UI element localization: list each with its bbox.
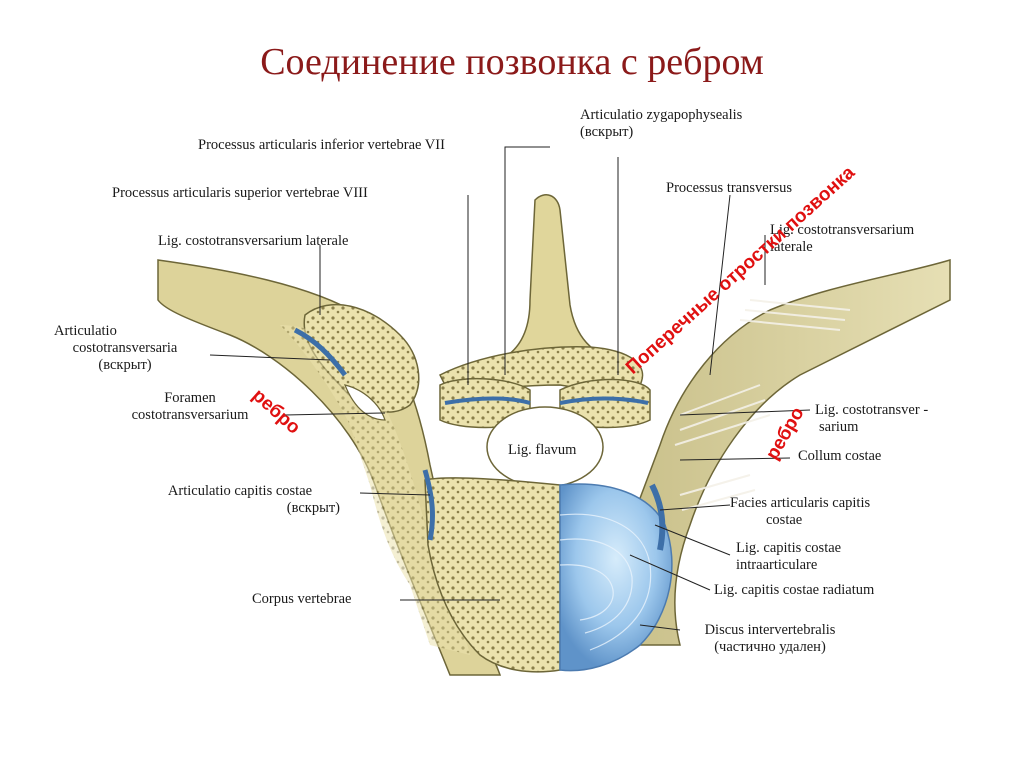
label-articulatio-costotransversaria: Articulatio costotransversaria (вскрыт) [54, 323, 178, 373]
label-processus-articularis-superior: Processus articularis superior vertebrae… [112, 185, 368, 201]
intervertebral-disc [559, 483, 673, 672]
left-rib-section [280, 325, 470, 655]
label-processus-articularis-inferior: Processus articularis inferior vertebrae… [198, 137, 445, 153]
disc-rings [559, 513, 652, 651]
costotransverse-joint [293, 327, 347, 377]
vertebral-body [424, 477, 561, 673]
label-lig-capitis-costae-radiatum: Lig. capitis costae radiatum [714, 582, 875, 598]
costovertebral-joint-right [649, 483, 666, 551]
foramen-costotransversarium [344, 384, 386, 421]
anatomy-figure: Articulatio zygapophysealis(вскрыт) Proc… [30, 85, 1000, 695]
label-discus-intervertebralis: Discus intervertebralis(частично удален) [704, 622, 836, 655]
label-articulatio-capitis-costae: Articulatio capitis costae(вскрыт) [167, 483, 340, 516]
right-ligament-fibers [674, 299, 851, 511]
label-lig-flavum: Lig. flavum [508, 442, 577, 458]
label-lig-costotransversarium: Lig. costotransver -sarium [815, 402, 929, 435]
vertebra-rib-illustration [157, 146, 951, 676]
label-collum-costae: Collum costae [798, 448, 882, 464]
label-articulatio-zygapophysealis: Articulatio zygapophysealis(вскрыт) [580, 107, 743, 140]
spinous-process [499, 194, 621, 361]
label-lig-costotransversarium-laterale-left: Lig. costotransversarium laterale [158, 233, 349, 249]
leader-lines [209, 146, 811, 631]
costovertebral-joint-left [422, 469, 435, 541]
zygapophyseal-joint [444, 396, 531, 405]
slide-title: Соединение позвонка с ребром [260, 41, 764, 83]
label-corpus-vertebrae: Corpus vertebrae [252, 591, 352, 607]
label-processus-transversus: Processus transversus [666, 180, 793, 196]
